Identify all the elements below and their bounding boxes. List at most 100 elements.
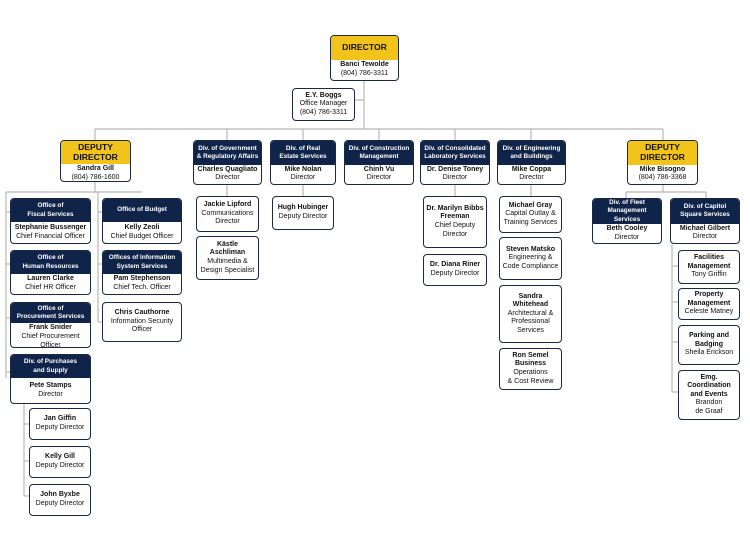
- cap-sub2-title: Celeste Matney: [684, 308, 734, 316]
- gov-header: Div. of Government & Regulatory Affairs: [194, 141, 261, 165]
- cap-sub1-title: Tony Griffin: [691, 271, 727, 279]
- eng-sub1-name: Michael Gray: [508, 201, 553, 209]
- engineering-box: Div. of Engineering and Buildings Mike C…: [497, 140, 566, 185]
- fiscal-title: Chief Financial Officer: [16, 232, 85, 240]
- office-manager-title: Office Manager: [299, 100, 348, 108]
- eng-sub3-name: Sandra Whitehead: [512, 292, 549, 309]
- lab-sub1-name: Dr. Marilyn Bibbs Freeman: [426, 204, 484, 221]
- cap-sub2-name: Property Management: [687, 291, 731, 307]
- procurement-header: Office of Procurement Services: [11, 303, 90, 324]
- eng-sub4-title: Operations & Cost Review: [507, 369, 554, 385]
- office-manager-name: E.Y. Boggs: [305, 91, 342, 99]
- gov-title: Director: [215, 174, 240, 182]
- infosec-title: Information Security Officer: [110, 317, 174, 334]
- office-manager-phone: (804) 786-3311: [299, 108, 348, 116]
- eng-sub4-name: Ron Semel Business: [512, 351, 549, 368]
- purchases-title: Director: [38, 390, 63, 398]
- deputy-left-name: Sandra Gill: [77, 165, 114, 173]
- fiscal-services-box: Office of Fiscal Services Stephanie Buss…: [10, 198, 91, 244]
- capitol-title: Director: [692, 233, 718, 241]
- real-estate-header: Div. of Real Estate Services: [271, 141, 335, 165]
- hr-name: Lauren Clarke: [27, 275, 74, 283]
- consolidated-header: Div. of Consolidated Laboratory Services: [421, 141, 489, 165]
- purch-dep2-title: Deputy Director: [35, 462, 85, 469]
- real-estate-title: Director: [290, 174, 316, 182]
- hr-title: Chief HR Officer: [25, 284, 76, 291]
- director-name: Banci Tewolde: [340, 61, 389, 69]
- info-systems-header: Offices of Information System Services: [103, 251, 181, 274]
- fiscal-header: Office of Fiscal Services: [11, 199, 90, 222]
- deputy-right-phone: (804) 786-3368: [638, 174, 687, 182]
- purchases-name: Pete Stamps: [29, 381, 72, 389]
- info-systems-title: Chief Tech. Officer: [113, 284, 171, 291]
- construction-name: Chinh Vu: [363, 165, 395, 173]
- purch-dep1-title: Deputy Director: [35, 424, 85, 431]
- info-systems-name: Pam Stephenson: [113, 275, 171, 283]
- director-phone: (804) 786-3311: [340, 70, 389, 77]
- consolidated-title: Director: [442, 174, 468, 182]
- deputy-director-right-box: DEPUTY DIRECTOR Mike Bisogno(804) 786-33…: [627, 140, 698, 185]
- re-sub1-name: Hugh Hubinger: [277, 204, 329, 212]
- procurement-title: Chief Procurement Officer: [21, 333, 80, 348]
- deputy-director-left-box: DEPUTY DIRECTOR Sandra Gill(804) 786-160…: [60, 140, 131, 182]
- lab-sub1-title: Chief Deputy Director: [434, 222, 476, 238]
- cap-sub1-name: Facilities Management: [687, 254, 731, 270]
- consolidated-lab-box: Div. of Consolidated Laboratory Services…: [420, 140, 490, 185]
- gov-sub2-title: Multimedia & Design Specialist: [200, 258, 255, 274]
- gov-name: Charles Quagliato: [197, 165, 258, 173]
- deputy-left-phone: (804) 786-1600: [71, 173, 120, 181]
- procurement-box: Office of Procurement Services Frank Sni…: [10, 302, 91, 348]
- eng-sub3-title: Architectural & Professional Services: [507, 309, 554, 334]
- infosec-name: Chris Cauthorne: [114, 309, 170, 317]
- purch-dep3-name: John Byxbe: [40, 491, 80, 499]
- fiscal-name: Stephanie Bussenger: [14, 223, 87, 231]
- purch-dep2-name: Kelly Gill: [45, 453, 75, 461]
- purch-dep3-title: Deputy Director: [35, 500, 85, 507]
- re-sub1-title: Deputy Director: [278, 213, 328, 220]
- real-estate-name: Mike Nolan: [284, 165, 322, 173]
- fleet-box: Div. of Fleet Management Services Beth C…: [592, 198, 662, 244]
- lab-sub2-title: Deputy Director: [430, 270, 480, 277]
- hr-header: Office of Human Resources: [11, 251, 90, 274]
- engineering-name: Mike Coppa: [511, 165, 552, 173]
- capitol-square-box: Div. of Capitol Square Services Michael …: [670, 198, 740, 244]
- procurement-name: Frank Snider: [29, 324, 72, 332]
- gov-sub1-name: Jackie Lipford: [203, 201, 252, 209]
- eng-sub1-title: Capital Outlay & Training Services: [503, 210, 558, 226]
- lab-sub2-name: Dr. Diana Riner: [429, 261, 481, 269]
- construction-title: Director: [366, 174, 392, 182]
- purchases-supply-box: Div. of Purchases and Supply Pete Stamps…: [10, 354, 91, 404]
- gov-sub1-title: Communications Director: [201, 209, 254, 226]
- fleet-title: Director: [614, 233, 640, 241]
- budget-header: Office of Budget: [103, 199, 181, 222]
- engineering-title: Director: [519, 174, 544, 182]
- deputy-left-header: DEPUTY DIRECTOR: [61, 141, 130, 165]
- engineering-header: Div. of Engineering and Buildings: [498, 141, 565, 165]
- director-header: DIRECTOR: [331, 36, 398, 60]
- eng-sub2-name: Steven Matsko: [505, 245, 556, 253]
- cap-sub3-name: Parking and Badging: [688, 332, 730, 348]
- construction-header: Div. of Construction Management: [345, 141, 413, 165]
- fleet-name: Beth Cooley: [606, 225, 648, 232]
- fleet-header: Div. of Fleet Management Services: [593, 199, 661, 224]
- deputy-right-name: Mike Bisogno: [639, 165, 686, 173]
- cap-sub4-title: Brandon de Graaf: [695, 399, 723, 415]
- consolidated-name: Dr. Denise Toney: [426, 165, 484, 173]
- eng-sub2-title: Engineering & Code Compliance: [502, 254, 559, 270]
